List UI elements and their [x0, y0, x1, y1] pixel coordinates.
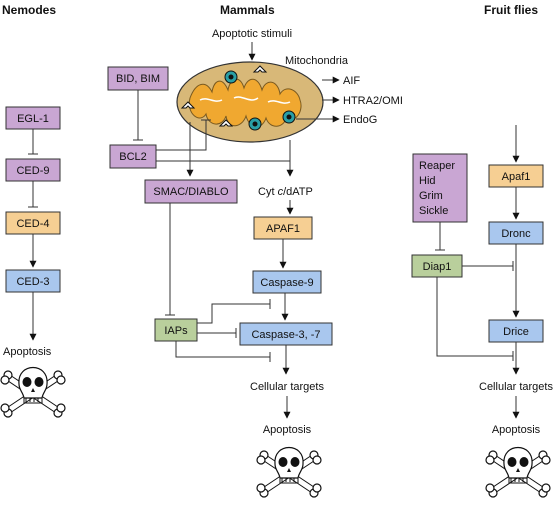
ced3-label: CED-3	[16, 276, 49, 288]
diap1-label: Diap1	[423, 261, 452, 273]
drice-label: Drice	[503, 326, 529, 338]
skull-crossbones-icon	[486, 448, 550, 498]
bcl2-label: BCL2	[119, 151, 147, 163]
endog-label: EndoG	[343, 114, 377, 126]
fruit-flies-header: Fruit flies	[484, 3, 538, 17]
rhg-item: Grim	[419, 190, 443, 202]
rhg-item: Hid	[419, 175, 436, 187]
ced9-label: CED-9	[16, 165, 49, 177]
cytc-datp-label: Cyt c/dATP	[258, 186, 313, 198]
caspase37-label: Caspase-3, -7	[251, 329, 320, 341]
caspase9-label: Caspase-9	[260, 277, 313, 289]
flies-cellular-targets-label: Cellular targets	[479, 381, 553, 393]
caspase9-box	[252, 270, 322, 294]
ced4-label: CED-4	[16, 218, 49, 230]
egl1-label: EGL-1	[17, 113, 49, 125]
skull-crossbones-icon	[1, 368, 65, 418]
rhg-item: Reaper	[419, 160, 455, 172]
mitochondria-label: Mitochondria	[285, 55, 349, 67]
smac-diablo-label: SMAC/DIABLO	[153, 186, 229, 198]
dronc-label: Dronc	[501, 228, 531, 240]
mammals-header: Mammals	[220, 3, 275, 17]
apoptotic-stimuli-label: Apoptotic stimuli	[212, 28, 292, 40]
mammals-apoptosis-label: Apoptosis	[263, 424, 312, 436]
bcl2-box	[109, 144, 157, 169]
iaps-inhibits-targets	[175, 341, 270, 358]
bcl2-inhibits-mito	[156, 120, 207, 151]
iaps-inhibits-casp9	[197, 303, 270, 324]
aif-label: AIF	[343, 75, 360, 87]
iaps-label: IAPs	[164, 325, 188, 337]
mitochondrion-icon	[176, 61, 324, 143]
mammals-cellular-targets-label: Cellular targets	[250, 381, 324, 393]
skull-crossbones-icon	[257, 448, 321, 498]
nemodes-apoptosis-label: Apoptosis	[3, 346, 52, 358]
nemodes-header: Nemodes	[2, 3, 56, 17]
rhg-item: Sickle	[419, 205, 448, 217]
apaf1-label: APAF1	[266, 223, 300, 235]
reaper-hid-grim-sickle-box	[412, 153, 468, 223]
bid-bim-label: BID, BIM	[116, 73, 160, 85]
htra2-label: HTRA2/OMI	[343, 95, 403, 107]
fly-apaf1-label: Apaf1	[502, 171, 531, 183]
smac-diablo-box	[144, 179, 238, 204]
diap1-inhibits-drice	[436, 277, 513, 357]
flies-apoptosis-label: Apoptosis	[492, 424, 541, 436]
